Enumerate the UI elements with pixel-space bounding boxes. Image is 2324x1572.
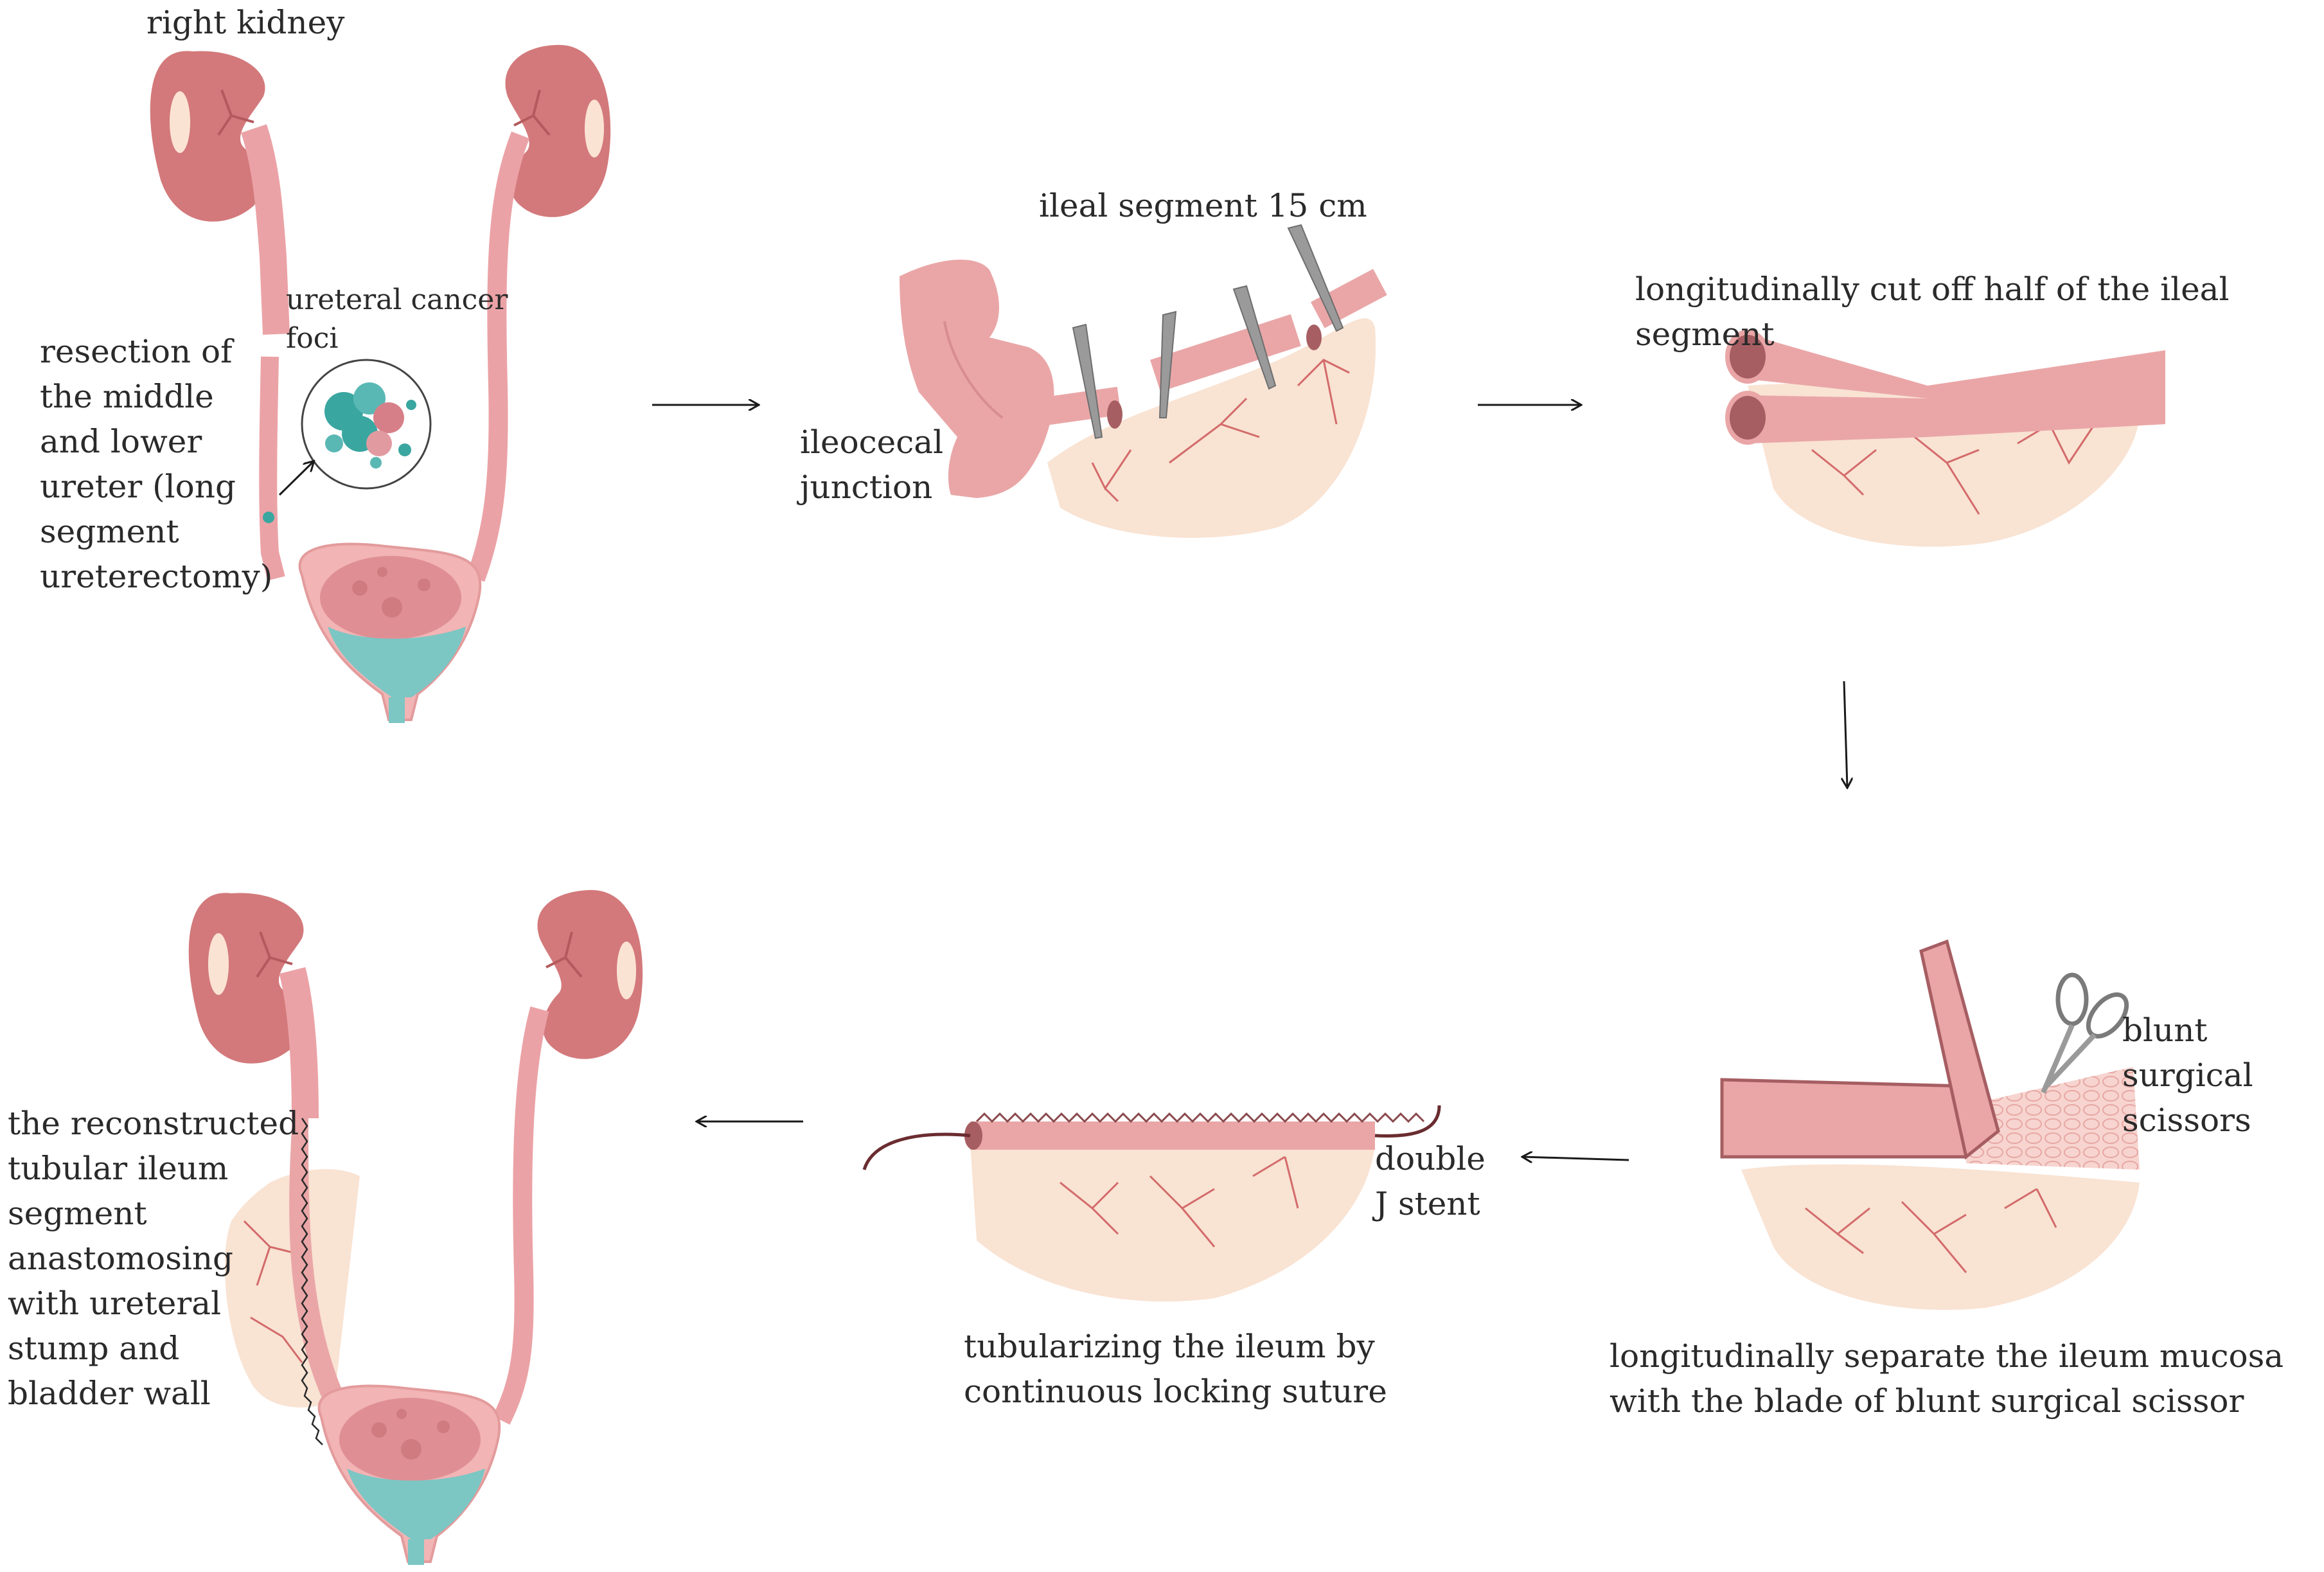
panel-separate-mucosa [1720, 939, 2140, 1310]
ileum-raised-flap [1919, 939, 2000, 1160]
ureteral-stump [279, 967, 319, 1119]
flow-arrows [652, 405, 1847, 1160]
left-ureter-reconstructed [492, 1006, 549, 1425]
blade-2 [1158, 310, 1177, 418]
mesentery-2 [1047, 318, 1376, 538]
ileum-lower-half [1748, 386, 2165, 443]
label-right-kidney: right kidney [146, 4, 345, 41]
cecum [900, 259, 1054, 498]
panel-urinary-tract-with-cancer [150, 44, 611, 723]
ileum-tube-b [1150, 314, 1301, 392]
label-reconstructed: the reconstructed tubular ileum segment … [8, 1105, 299, 1412]
right-ureter-lower [259, 356, 285, 581]
bladder-reconstructed [317, 1384, 501, 1565]
panel-tubularizing [862, 1105, 1441, 1302]
blade-3 [1232, 285, 1277, 390]
label-ileal-segment: ileal segment 15 cm [1039, 187, 1367, 224]
right-kidney [150, 51, 265, 222]
cancer-foci-inset [301, 359, 432, 490]
tubular-ileum [970, 1121, 1375, 1150]
label-double-j-stent: double J stent [1375, 1140, 1486, 1222]
label-cancer-foci: ureteral cancer foci [286, 283, 508, 355]
mucosa-sheet [1966, 1067, 2140, 1170]
anastomosis-suture [301, 1118, 323, 1445]
arrow-4-to-5 [1523, 1157, 1629, 1160]
double-j-stent-right [1374, 1105, 1441, 1138]
blade-1 [1072, 323, 1103, 440]
panel-longitudinal-cut [1725, 330, 2165, 547]
double-j-stent-left [862, 1132, 971, 1170]
foci-pointer-arrow [278, 461, 314, 496]
left-ureter [466, 131, 529, 582]
label-separate-mucosa: longitudinally separate the ileum mucosa… [1610, 1337, 2284, 1420]
bladder [298, 542, 482, 723]
arrow-3-to-4 [1844, 681, 1847, 787]
scissors-icon [2041, 972, 2129, 1094]
locking-suture [975, 1112, 1425, 1123]
ileum-flat-base [1720, 1078, 1974, 1159]
left-kidney-reconstructed [537, 889, 643, 1059]
panel-ileal-segment [900, 224, 1387, 538]
left-kidney [505, 44, 611, 217]
ureteral-tumor-dot [263, 512, 274, 523]
blade-4 [1287, 224, 1344, 332]
label-tubularizing: tubularizing the ileum by continuous loc… [964, 1328, 1387, 1410]
label-blunt-scissors: blunt surgical scissors [2122, 1012, 2253, 1139]
mesentery-5 [970, 1136, 1375, 1302]
label-longitudinal-cut: longitudinally cut off half of the ileal… [1635, 271, 2230, 353]
label-ileocecal-junction: ileocecal junction [800, 424, 944, 506]
right-ureter-upper [241, 124, 290, 335]
right-kidney-reconstructed [188, 893, 304, 1064]
mesentery-4 [1741, 1164, 2140, 1310]
label-resection: resection of the middle and lower ureter… [40, 333, 273, 595]
panel-reconstructed [188, 889, 643, 1565]
